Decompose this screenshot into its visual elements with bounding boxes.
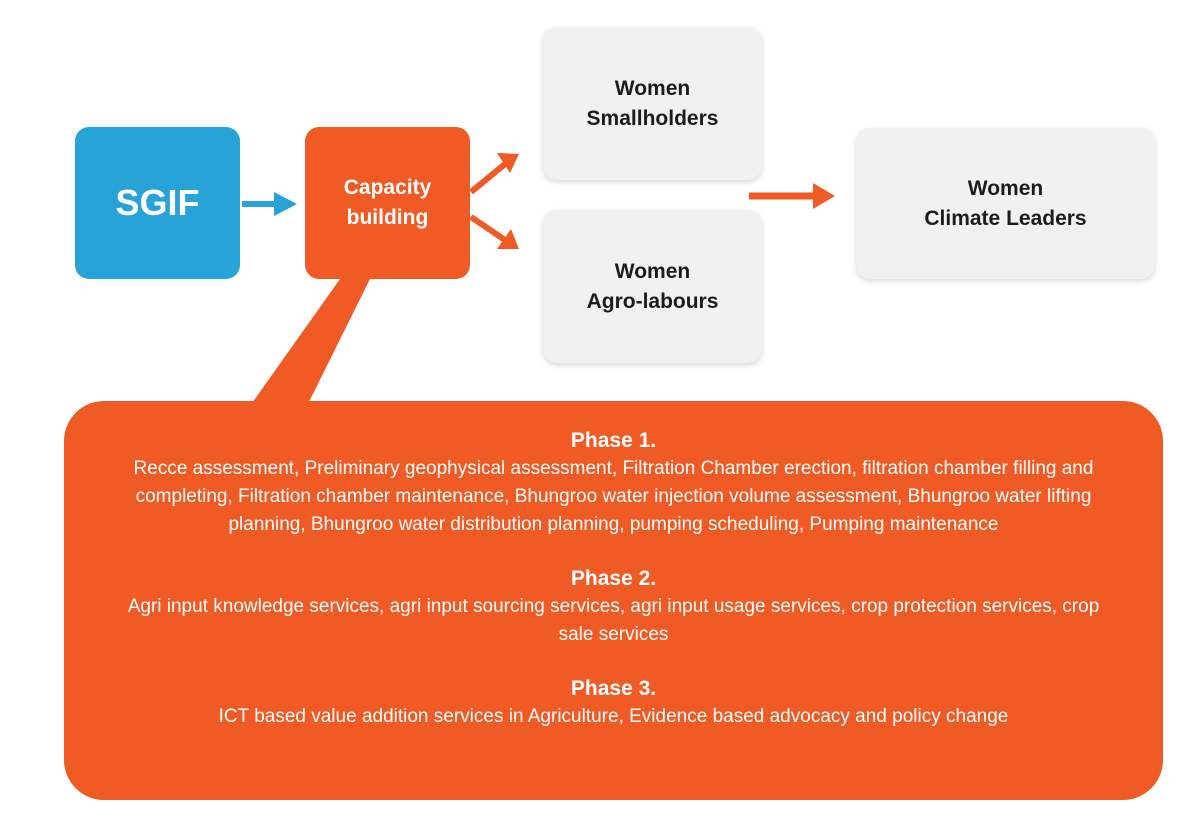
arrow-to-climate-leaders [749, 183, 835, 209]
capacity-line-1: Capacity [343, 176, 432, 199]
phase-3: Phase 3. ICT based value addition servic… [124, 675, 1103, 731]
phase-1-text: Recce assessment, Preliminary geophysica… [133, 458, 1094, 535]
women-agro-labours-label: Women Agro-labours [587, 257, 719, 317]
women-climate-leaders-box: Women Climate Leaders [856, 128, 1155, 279]
capacity-building-label: Capacity building [344, 173, 432, 233]
phases-panel: Phase 1. Recce assessment, Preliminary g… [64, 401, 1163, 800]
sgif-label: SGIF [115, 182, 200, 223]
capacity-line-2: building [346, 206, 429, 229]
phase-3-text: ICT based value addition services in Agr… [218, 706, 1009, 727]
phase-3-title: Phase 3. [570, 677, 657, 700]
women-climate-leaders-label: Women Climate Leaders [924, 174, 1086, 234]
callout-wedge [240, 279, 370, 420]
leaders-line-2: Climate Leaders [924, 206, 1087, 230]
arrow-sgif-to-capacity [242, 192, 297, 216]
phase-2-text: Agri input knowledge services, agri inpu… [127, 596, 1100, 645]
phase-2: Phase 2. Agri input knowledge services, … [124, 565, 1103, 649]
women-smallholders-box: Women Smallholders [543, 27, 762, 180]
phase-1: Phase 1. Recce assessment, Preliminary g… [124, 427, 1103, 539]
smallholders-line-2: Smallholders [586, 106, 719, 130]
phase-2-title: Phase 2. [570, 567, 657, 590]
agro-line-2: Agro-labours [586, 289, 719, 313]
women-agro-labours-box: Women Agro-labours [543, 210, 762, 363]
phase-1-title: Phase 1. [570, 429, 657, 452]
sgif-box: SGIF [75, 127, 240, 279]
agro-line-1: Women [614, 259, 691, 283]
arrow-capacity-to-agro [469, 214, 519, 249]
arrow-capacity-to-smallholders [469, 153, 519, 195]
women-smallholders-label: Women Smallholders [587, 74, 719, 134]
capacity-building-box: Capacity building [305, 127, 470, 279]
smallholders-line-1: Women [614, 76, 691, 100]
leaders-line-1: Women [967, 176, 1044, 200]
